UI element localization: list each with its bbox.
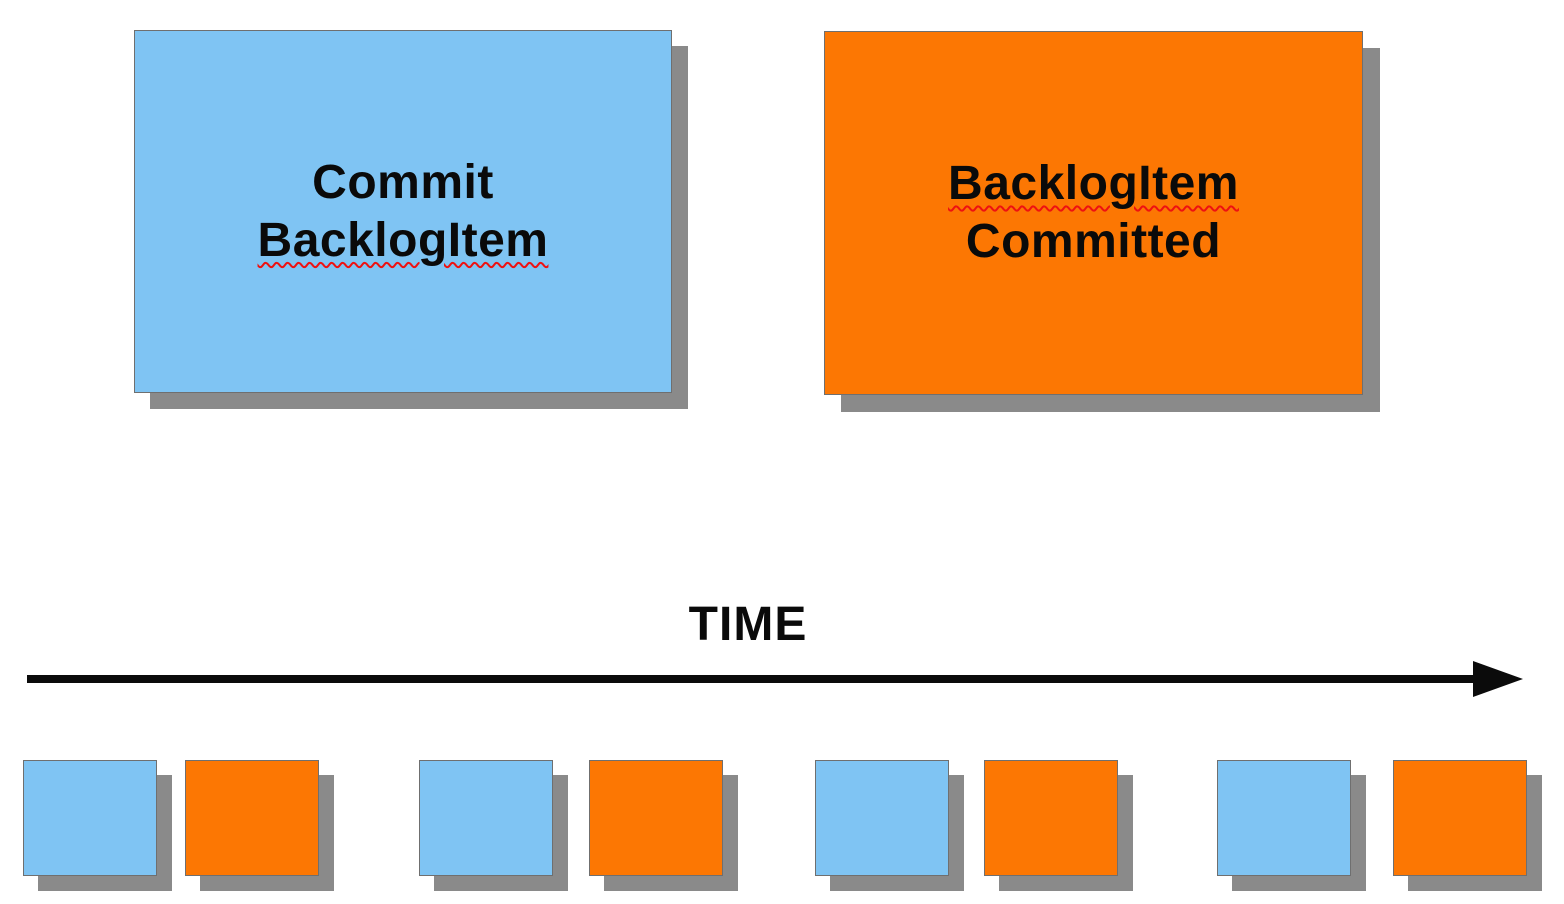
timeline-box-command — [1217, 760, 1351, 876]
command-box-label-line1: Commit — [312, 155, 494, 209]
timeline-box-event — [984, 760, 1118, 876]
time-arrow-head-icon — [1473, 661, 1523, 697]
command-box: Commit BacklogItem — [134, 30, 672, 393]
event-box-label-line1: BacklogItem — [948, 157, 1239, 210]
timeline-box-command — [815, 760, 949, 876]
timeline-box-command — [419, 760, 553, 876]
timeline-box-command — [23, 760, 157, 876]
time-axis-label: TIME — [688, 598, 808, 651]
timeline-box-event — [1393, 760, 1527, 876]
command-box-label: Commit BacklogItem — [258, 154, 549, 270]
timeline-box-event — [589, 760, 723, 876]
event-box-label: BacklogItem Committed — [948, 155, 1239, 271]
event-box-label-line2: Committed — [965, 215, 1222, 268]
event-box: BacklogItem Committed — [824, 31, 1363, 395]
timeline-box-event — [185, 760, 319, 876]
time-arrow-line — [27, 675, 1475, 683]
command-box-label-line2: BacklogItem — [257, 213, 549, 267]
